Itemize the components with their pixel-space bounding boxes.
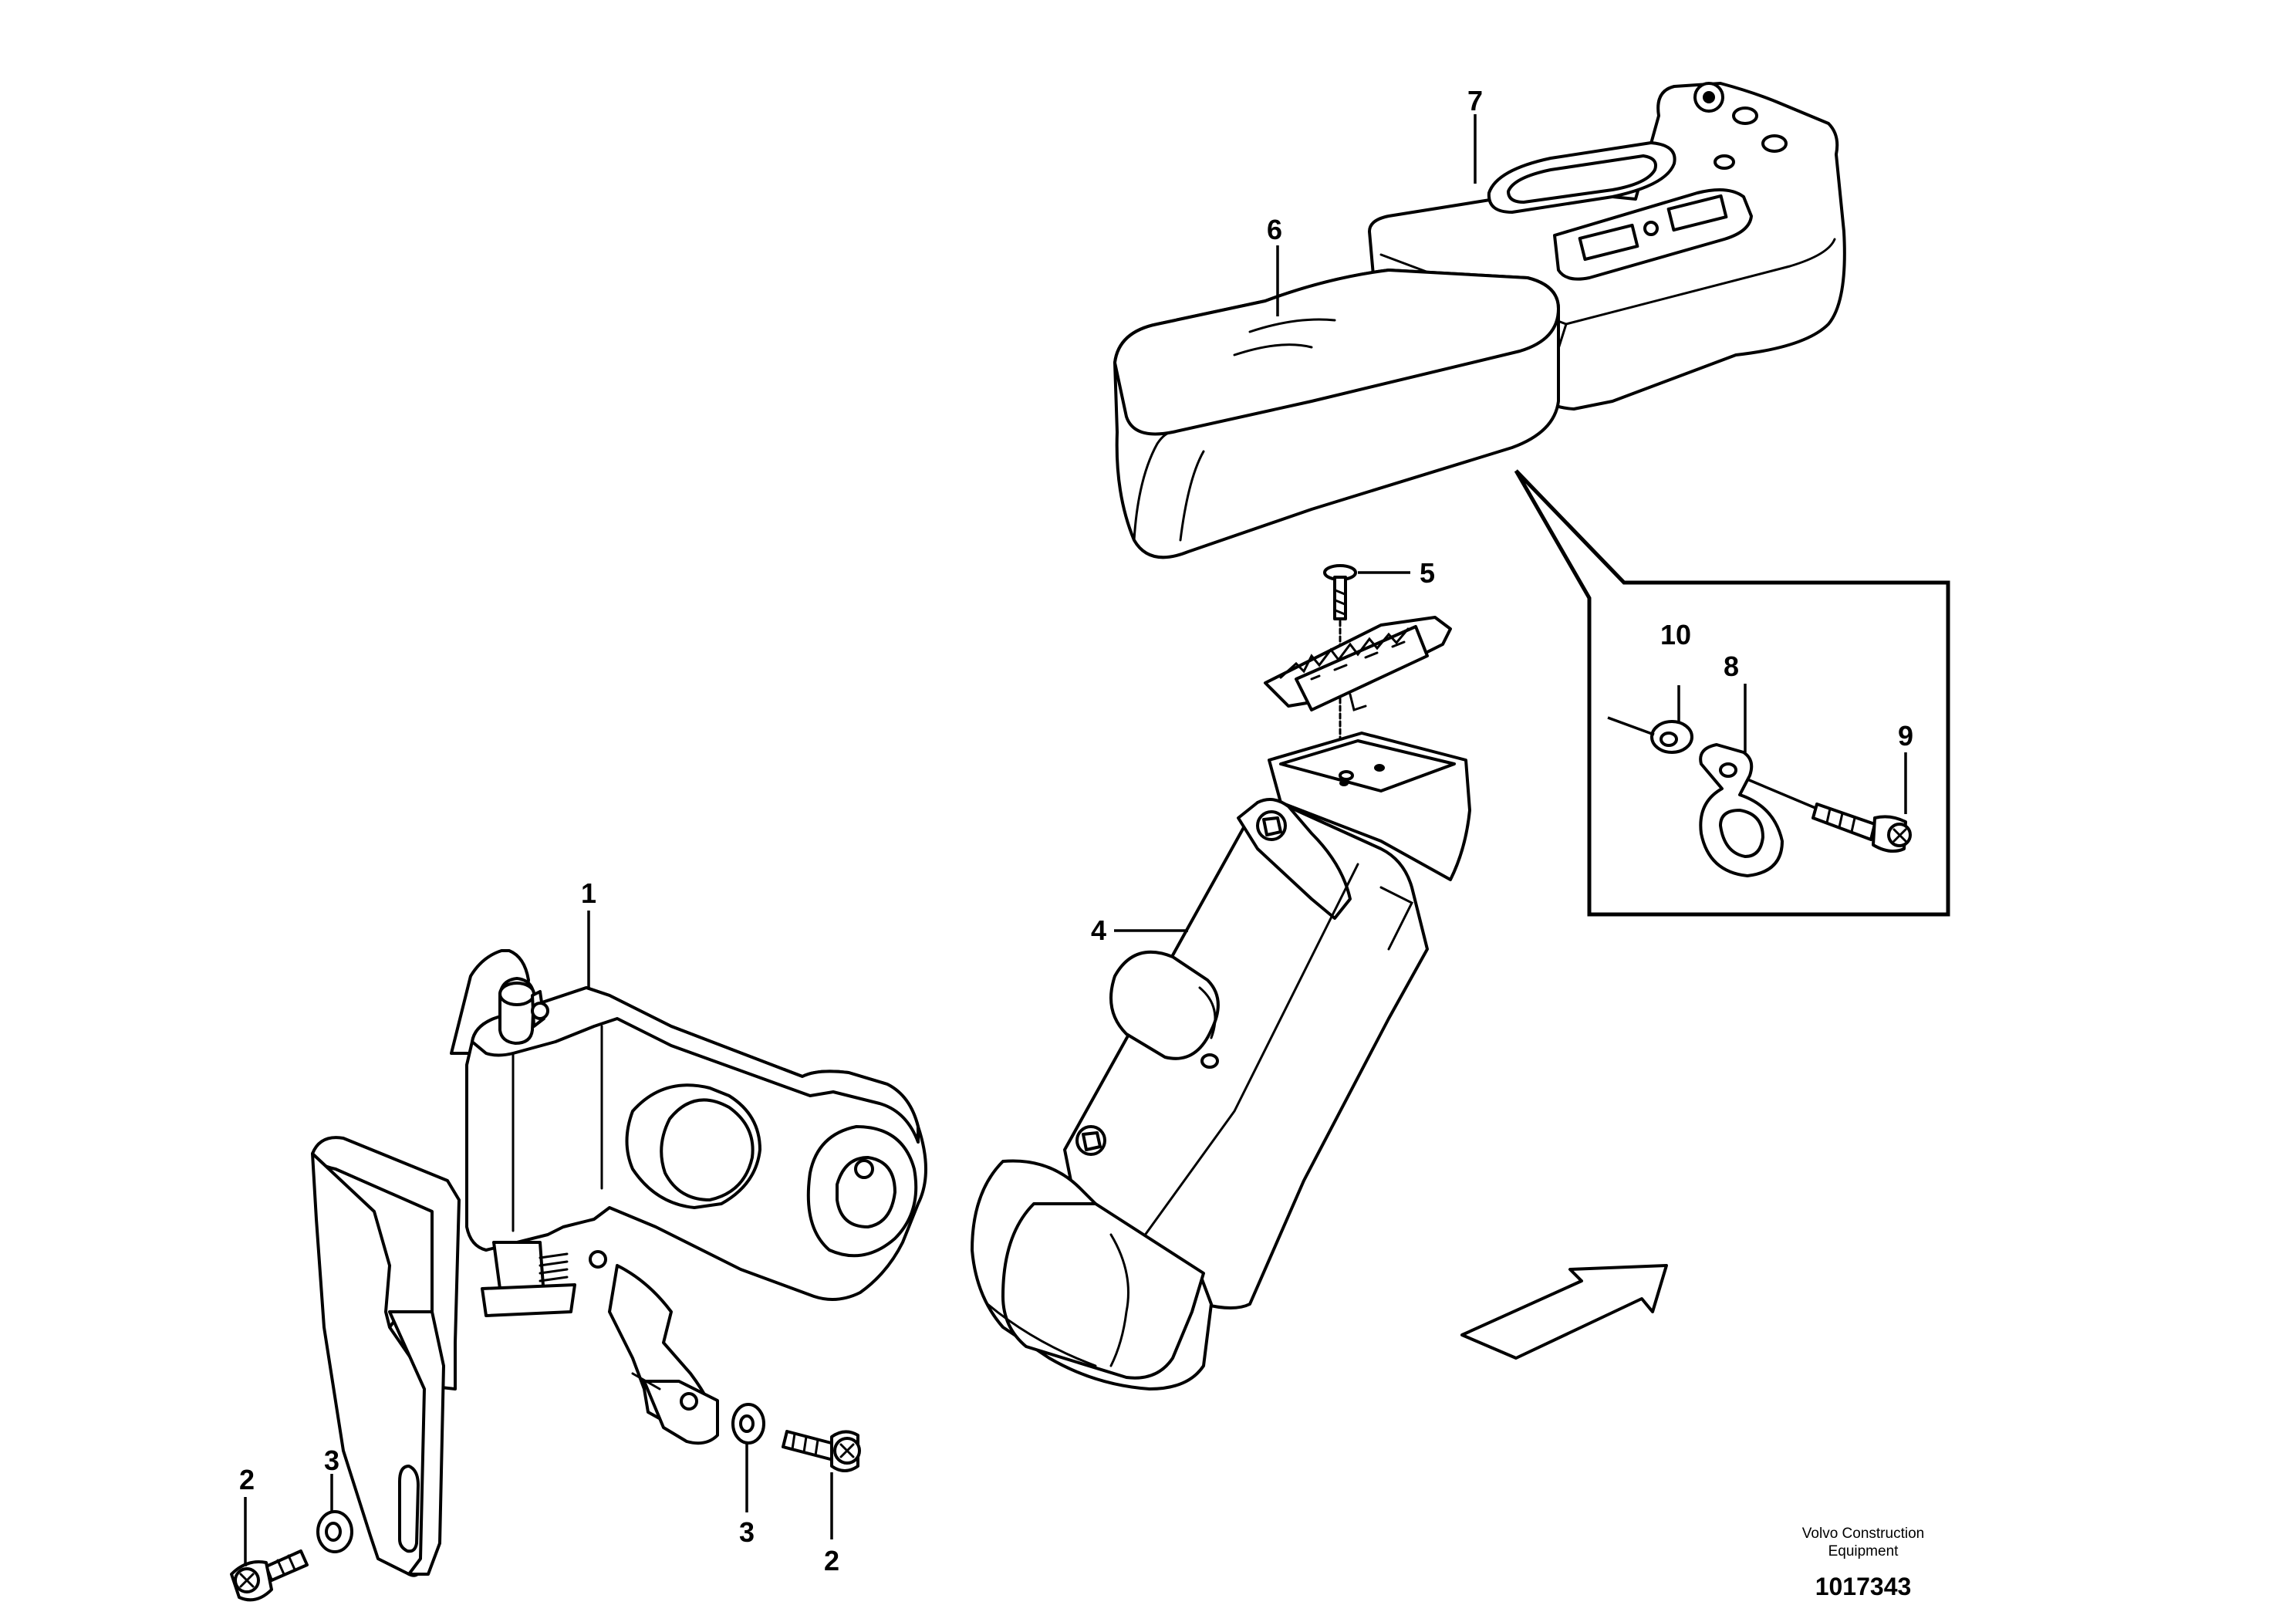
washer-10 <box>1607 716 1693 754</box>
callout-2-right: 2 <box>824 1545 839 1576</box>
callout-2-left: 2 <box>239 1464 255 1495</box>
hinge-bracket-1 <box>311 949 927 1577</box>
bolt-2-right <box>782 1430 861 1539</box>
credit-line-1: Volvo Construction <box>1801 1526 1925 1542</box>
callout-3-right: 3 <box>739 1516 755 1548</box>
callout-4: 4 <box>1091 914 1106 946</box>
arm-bracket-4 <box>971 732 1471 1391</box>
credit-line-2: Equipment <box>1828 1543 1899 1559</box>
direction-arrow <box>1460 1264 1668 1360</box>
leaders-upper <box>1276 114 1477 316</box>
diagram-number: 1017343 <box>1815 1573 1912 1600</box>
bolt-2-left <box>230 1497 309 1602</box>
callout-6: 6 <box>1267 214 1282 245</box>
callout-3-left: 3 <box>324 1445 339 1476</box>
callout-9: 9 <box>1898 720 1913 752</box>
washer-3-right <box>731 1403 765 1512</box>
callout-1: 1 <box>581 877 596 909</box>
detail-inset <box>1514 469 1950 917</box>
mounting-bracket <box>1264 616 1452 711</box>
bolt-9 <box>1811 803 1912 853</box>
callout-8: 8 <box>1724 650 1739 682</box>
callout-7: 7 <box>1467 85 1483 117</box>
callout-10: 10 <box>1660 619 1691 650</box>
washer-3-left <box>316 1474 353 1553</box>
clamp-8 <box>1699 743 1822 877</box>
callout-5: 5 <box>1420 557 1435 589</box>
armrest-console <box>1113 82 1846 559</box>
